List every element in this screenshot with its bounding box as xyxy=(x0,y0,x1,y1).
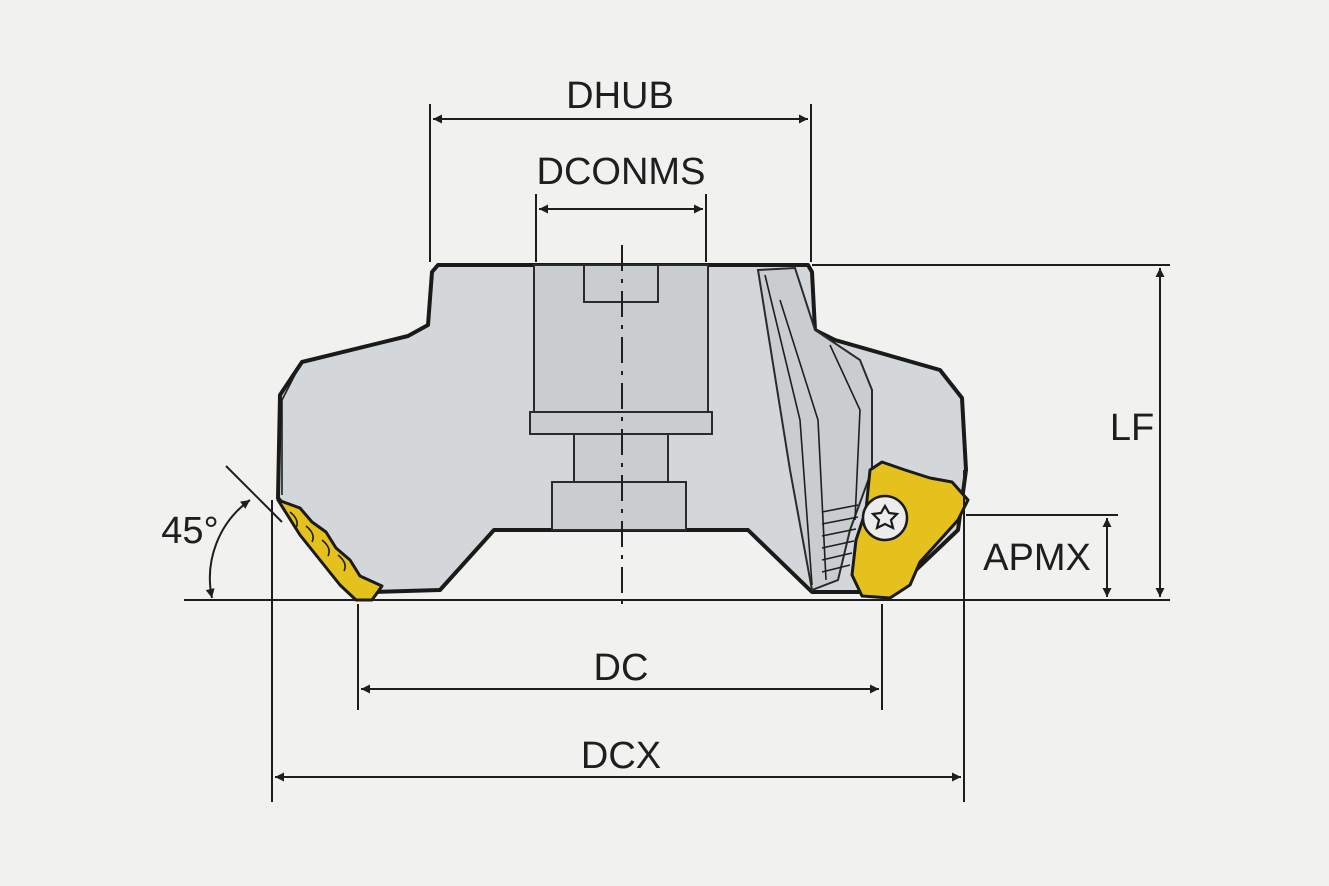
label-lf: LF xyxy=(1110,407,1154,449)
label-apmx: APMX xyxy=(983,537,1091,579)
right-insert xyxy=(850,460,970,600)
label-angle: 45° xyxy=(161,510,218,552)
torx-screw-icon xyxy=(861,494,909,542)
label-dcx: DCX xyxy=(581,735,661,777)
dim-lf: LF xyxy=(812,264,1170,597)
dim-dconms: DCONMS xyxy=(535,151,707,262)
label-dconms: DCONMS xyxy=(537,151,706,193)
dim-dhub: DHUB xyxy=(429,75,812,262)
dim-angle: 45° xyxy=(161,465,283,599)
label-dc: DC xyxy=(594,647,649,689)
dim-dc: DC xyxy=(357,604,883,710)
serrations xyxy=(821,504,859,573)
dim-apmx: APMX xyxy=(966,514,1118,597)
drive-slot xyxy=(583,264,659,303)
torx-star xyxy=(870,503,900,531)
label-dhub: DHUB xyxy=(566,75,674,117)
bore-base xyxy=(551,481,687,531)
left-insert xyxy=(276,498,384,602)
dim-dcx: DCX xyxy=(271,470,965,802)
